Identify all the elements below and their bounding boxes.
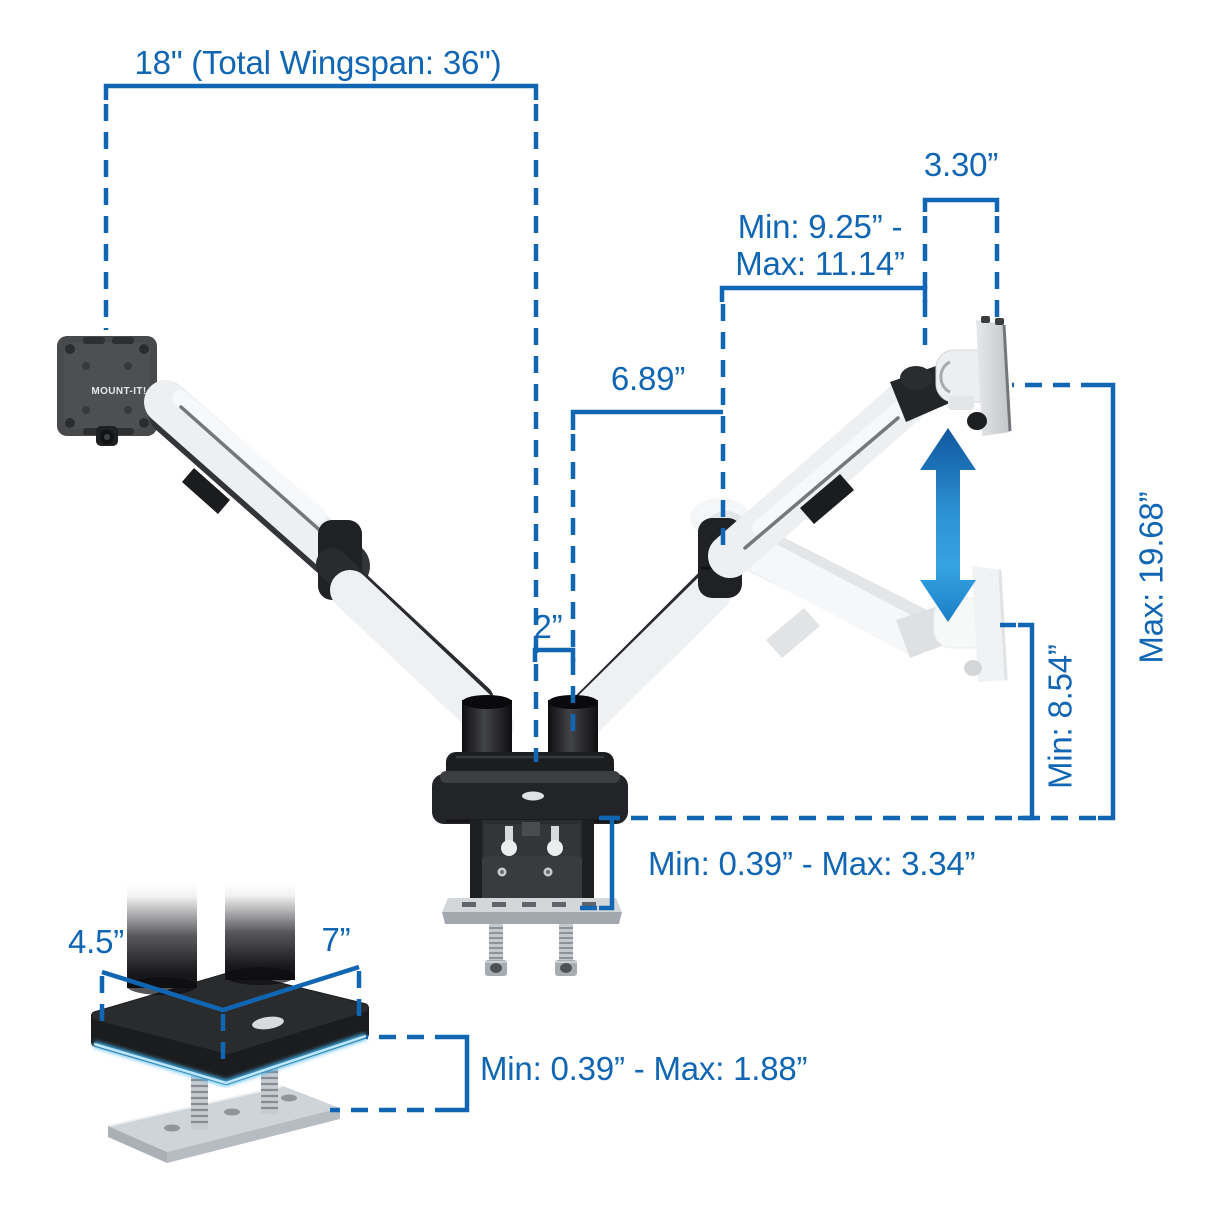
- label-arm-extension-max: Max: 11.14”: [735, 245, 905, 283]
- grommet-base-detail: [91, 884, 369, 1163]
- label-base-width: 7”: [321, 921, 351, 958]
- label-clamp-thickness-range: Min: 0.39” - Max: 3.34”: [648, 845, 976, 882]
- clamp-bolt: [555, 924, 577, 976]
- label-arm-extension-range: Min: 9.25” - Max: 11.14”: [714, 208, 926, 283]
- label-height-max: Max: 19.68”: [1132, 491, 1170, 664]
- height-adjust-arrow-icon: [920, 428, 976, 622]
- left-arm: [144, 380, 514, 746]
- label-grommet-thickness-range: Min: 0.39” - Max: 1.88”: [480, 1050, 808, 1087]
- clamp-bolt: [485, 924, 507, 976]
- label-forearm-length: 6.89”: [610, 360, 686, 397]
- label-pole-gap: 2”: [533, 608, 563, 645]
- label-top-offset: 3.30”: [923, 146, 999, 183]
- label-height-min: Min: 8.54”: [1041, 644, 1079, 790]
- label-arm-extension-min: Min: 9.25” -: [737, 208, 903, 245]
- desk-clamp-assembly: [432, 695, 628, 976]
- dimension-lines: [99, 83, 1116, 1113]
- vesa-plate: [57, 336, 180, 446]
- brand-logo: MOUNT-IT!: [91, 386, 147, 397]
- label-base-depth: 4.5”: [67, 923, 125, 960]
- label-wingspan: 18" (Total Wingspan: 36"): [134, 44, 502, 81]
- monitor-head: [890, 316, 1012, 436]
- right-arm: [558, 380, 928, 744]
